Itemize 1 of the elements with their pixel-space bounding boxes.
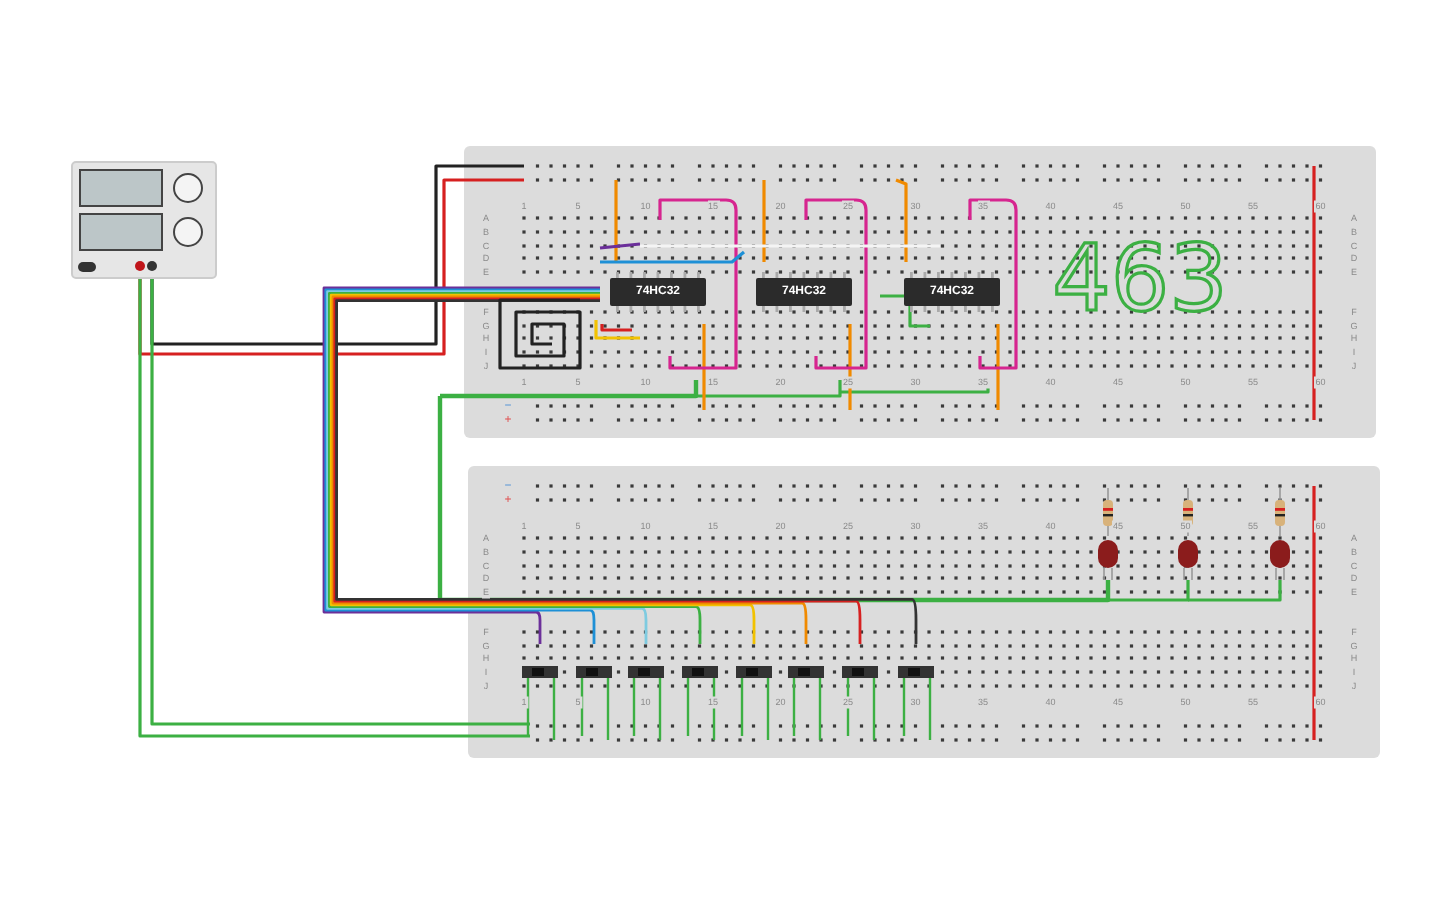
digit-text: 463 [1052, 224, 1228, 332]
